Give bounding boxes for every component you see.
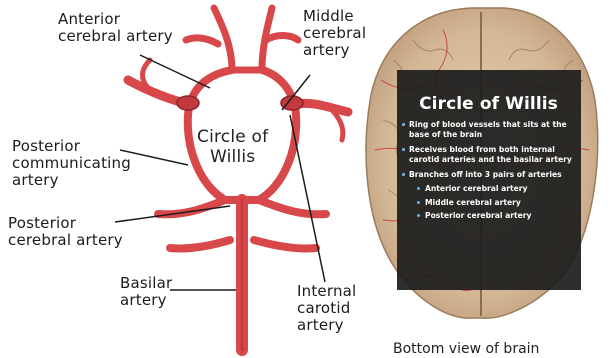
- label-posterior-communicating-artery: Posterior communicating artery: [12, 138, 131, 189]
- label-circle-of-willis: Circle of Willis: [197, 127, 268, 167]
- label-basilar-artery: Basilar artery: [120, 275, 172, 309]
- overlay-sub-bullet: Anterior cerebral artery: [409, 184, 575, 194]
- label-middle-cerebral-artery: Middle cerebral artery: [303, 8, 366, 59]
- overlay-bullet-text: Branches off into 3 pairs of arteries: [409, 170, 562, 179]
- overlay-sub-bullet: Posterior cerebral artery: [409, 211, 575, 221]
- label-anterior-cerebral-artery: Anterior cerebral artery: [58, 11, 173, 45]
- overlay-bullet-list: Ring of blood vessels that sits at the b…: [402, 120, 575, 221]
- overlay-sub-list: Anterior cerebral artery Middle cerebral…: [409, 184, 575, 221]
- info-overlay: Circle of Willis Ring of blood vessels t…: [397, 70, 581, 290]
- overlay-sub-bullet: Middle cerebral artery: [409, 198, 575, 208]
- overlay-bullet: Ring of blood vessels that sits at the b…: [402, 120, 575, 139]
- overlay-title: Circle of Willis: [402, 94, 575, 114]
- brain-caption: Bottom view of brain: [393, 341, 539, 357]
- label-internal-carotid-artery: Internal carotid artery: [297, 283, 356, 334]
- label-posterior-cerebral-artery: Posterior cerebral artery: [8, 215, 123, 249]
- overlay-bullet: Receives blood from both internal caroti…: [402, 145, 575, 164]
- overlay-bullet: Branches off into 3 pairs of arteries An…: [402, 170, 575, 220]
